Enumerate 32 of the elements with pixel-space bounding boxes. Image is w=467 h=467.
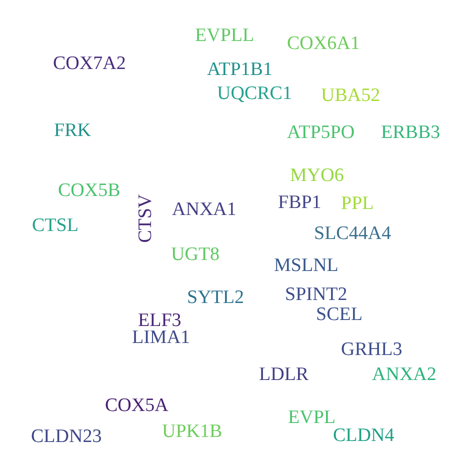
gene-label: UGT8 [171,245,220,264]
gene-label: SCEL [316,305,362,324]
gene-label: PPL [341,194,374,213]
gene-label: SLC44A4 [314,224,392,243]
gene-label: ELF3 [138,311,182,330]
gene-label: UPK1B [162,422,222,441]
gene-label: CTSL [32,216,78,235]
gene-label: CTSV [136,194,155,243]
gene-label: GRHL3 [341,340,402,359]
gene-label: CLDN4 [333,426,394,445]
gene-label: ANXA2 [372,365,436,384]
gene-label: MSLNL [274,256,338,275]
gene-label: EVPLL [195,26,254,45]
gene-label: FRK [54,121,91,140]
gene-label: UBA52 [321,86,380,105]
gene-label: CLDN23 [31,427,102,446]
gene-label: LDLR [259,365,309,384]
gene-label: EVPL [288,408,336,427]
gene-label: ERBB3 [381,123,440,142]
gene-label: MYO6 [290,166,344,185]
gene-label: LIMA1 [132,328,190,347]
gene-label: COX6A1 [287,34,360,53]
gene-label: FBP1 [278,193,322,212]
gene-label: ATP1B1 [207,60,272,79]
gene-label: COX7A2 [53,54,126,73]
gene-label: SYTL2 [187,288,244,307]
gene-label: ANXA1 [172,200,236,219]
gene-label: COX5A [105,396,168,415]
gene-label: UQCRC1 [217,84,292,103]
gene-label: COX5B [58,181,120,200]
gene-label: ATP5PO [287,123,355,142]
gene-label: SPINT2 [285,285,348,304]
